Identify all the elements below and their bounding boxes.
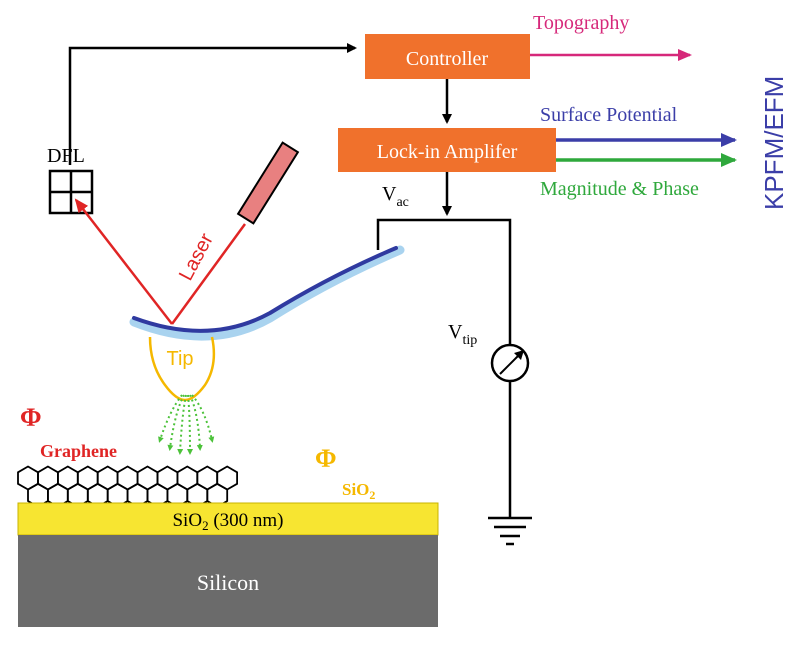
graphene-lattice (17, 465, 239, 508)
dfl-detector (48, 169, 94, 215)
laser-beam-reflected (74, 198, 173, 325)
cantilever (132, 246, 398, 333)
electric-field-lines (158, 394, 215, 455)
kpfm-efm-label: KPFM/EFM (759, 76, 789, 210)
sio2-small-label: SiO2 (342, 480, 375, 502)
tip-label: Tip (166, 348, 193, 370)
feedback-line-dfl-to-controller (68, 43, 357, 165)
silicon-substrate (18, 535, 438, 627)
laser-beam-incident (170, 223, 247, 325)
vtip-meter-needle-head (514, 350, 524, 360)
laser-source (236, 141, 300, 225)
circuit-wire (376, 218, 512, 345)
silicon-label: Silicon (197, 570, 259, 595)
lockin-label: Lock-in Amplifer (377, 141, 518, 163)
controller-label: Controller (406, 48, 489, 70)
controller-box (365, 34, 530, 79)
vtip-label: Vtip (448, 321, 477, 348)
sio2-layer (17, 502, 439, 536)
graphene-hexagon (206, 482, 229, 508)
sio2-layer-label: SiO2 (300 nm) (172, 510, 283, 533)
cantilever-glow (129, 245, 405, 341)
vac-label: Vac (382, 183, 409, 210)
magnitude-phase-label: Magnitude & Phase (540, 178, 699, 200)
graphene-label: Graphene (40, 441, 117, 461)
surface-potential-label: Surface Potential (540, 104, 678, 126)
phi-sio2-label: Φ (315, 444, 337, 473)
topography-label: Topography (533, 12, 629, 34)
phi-graphene-label: Φ (20, 403, 42, 432)
laser-label: Laser (175, 230, 218, 285)
ground-symbol (488, 516, 532, 546)
lockin-box (338, 128, 556, 172)
dfl-label: DFL (47, 145, 85, 167)
